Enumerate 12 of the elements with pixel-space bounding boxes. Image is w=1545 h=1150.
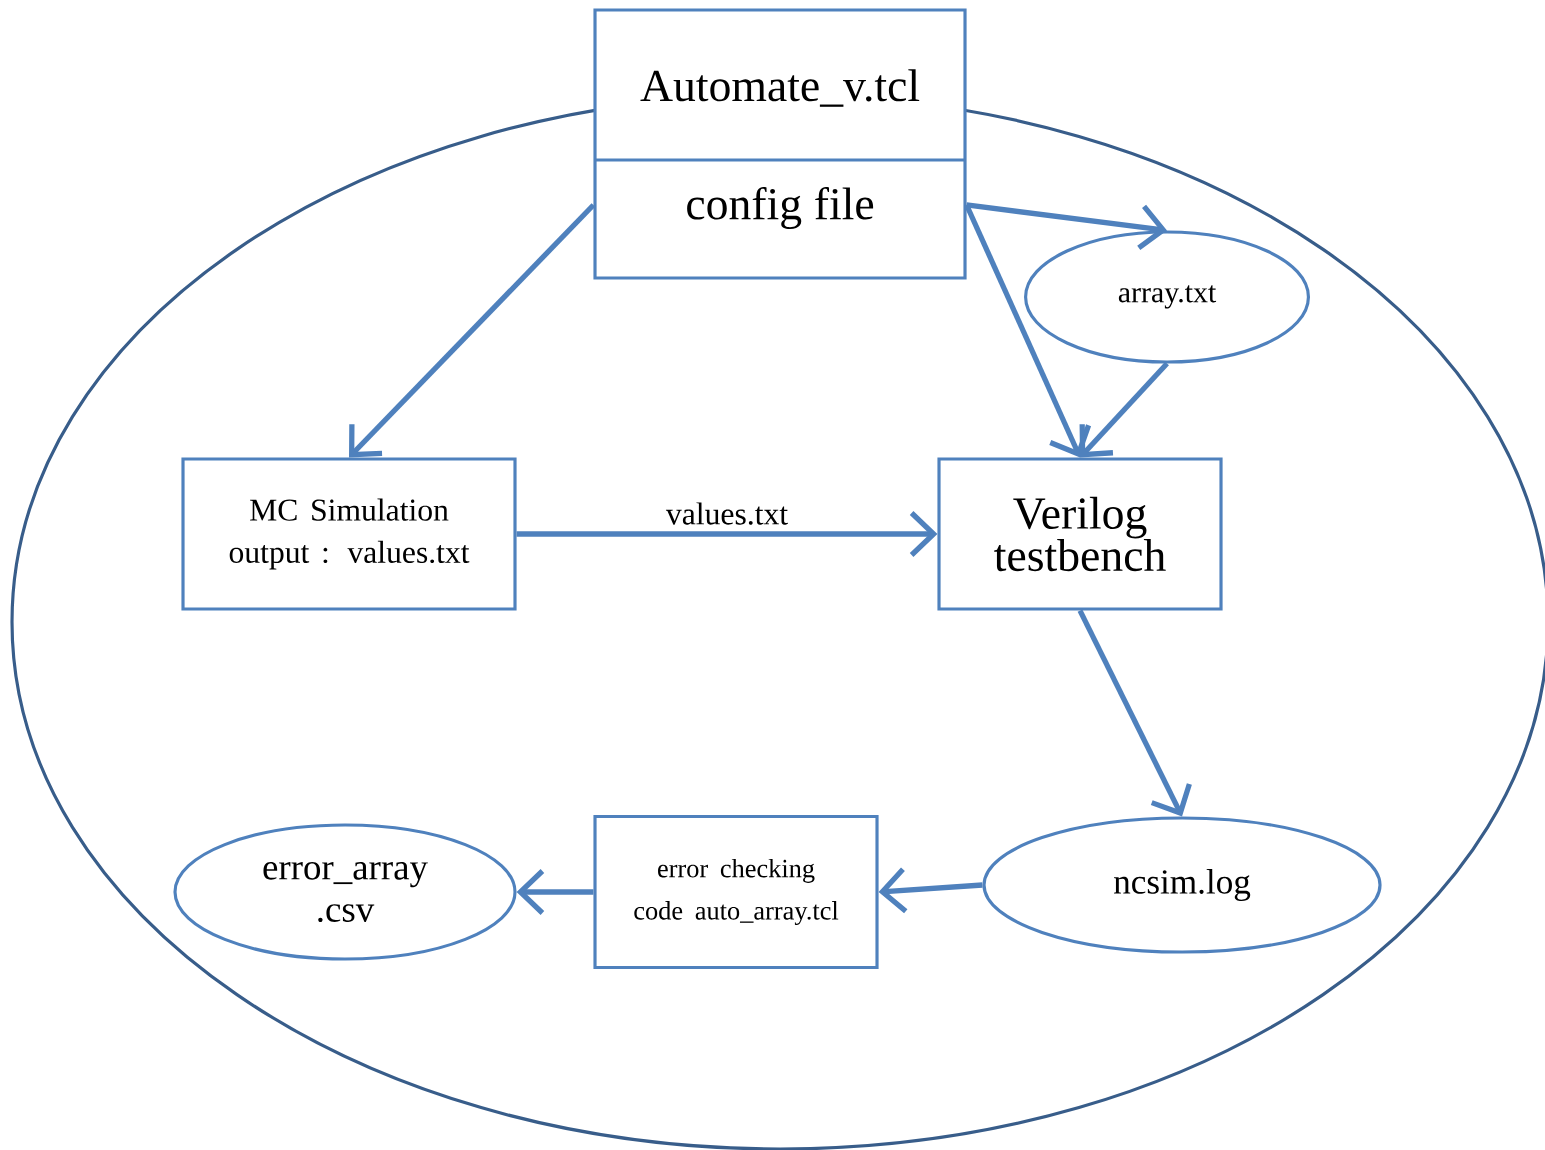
process-box: error checking code auto_array.tcl <box>593 814 879 970</box>
arrow <box>349 203 596 458</box>
process-box: Verilog testbench <box>937 457 1223 611</box>
split-box: Automate_v.tcl config file <box>593 8 967 280</box>
edge-label: values.txt <box>662 498 792 529</box>
process-box: MC Simulation output : values.txt <box>181 457 517 611</box>
arrow <box>964 203 1092 458</box>
arrow <box>516 511 938 557</box>
arrow <box>1077 609 1192 817</box>
arrow <box>878 867 983 914</box>
arrow <box>1079 361 1169 458</box>
arrow <box>966 202 1167 251</box>
